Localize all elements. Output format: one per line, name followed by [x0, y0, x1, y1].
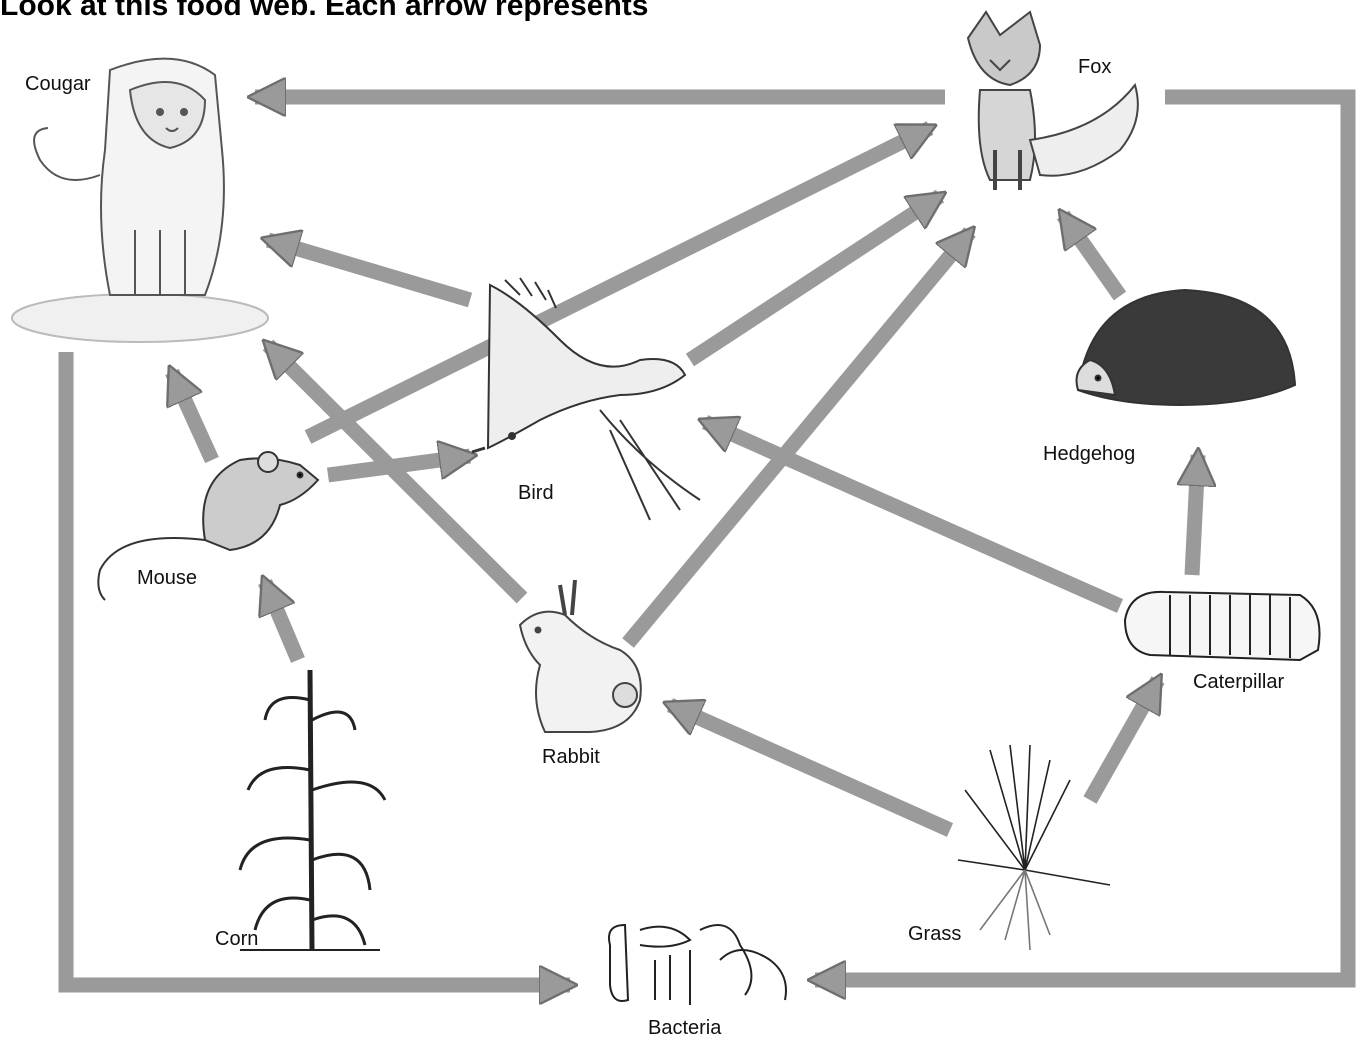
label-caterpillar: Caterpillar	[1193, 671, 1284, 693]
corn-picture	[240, 670, 385, 950]
arrow-mouse-to-bird	[328, 456, 470, 475]
label-rabbit: Rabbit	[542, 746, 600, 768]
arrow-grass-to-caterpillar	[1090, 680, 1158, 800]
label-hedgehog: Hedgehog	[1043, 443, 1135, 465]
arrow-mouse-to-cougar	[172, 372, 212, 460]
bird-picture	[472, 278, 700, 520]
caterpillar-picture	[1125, 592, 1320, 660]
label-fox: Fox	[1078, 56, 1111, 78]
arrow-grass-to-rabbit	[670, 705, 950, 830]
arrow-cougar-to-bacteria	[66, 352, 570, 985]
fox-picture	[968, 12, 1138, 190]
arrows	[66, 97, 1348, 985]
grass-picture	[958, 745, 1110, 950]
arrow-hedgehog-to-fox	[1063, 215, 1120, 296]
cougar-picture	[12, 59, 268, 342]
arrow-bird-to-cougar	[268, 240, 470, 300]
label-bacteria: Bacteria	[648, 1017, 722, 1039]
mouse-picture	[98, 452, 318, 600]
label-grass: Grass	[908, 923, 961, 945]
arrow-caterpillar-to-hedgehog	[1192, 455, 1198, 575]
label-corn: Corn	[215, 928, 258, 950]
arrow-corn-to-mouse	[265, 582, 298, 660]
label-bird: Bird	[518, 482, 554, 504]
label-cougar: Cougar	[25, 73, 91, 95]
label-mouse: Mouse	[137, 567, 197, 589]
hedgehog-picture	[1077, 290, 1296, 405]
rabbit-picture	[520, 580, 641, 732]
bacteria-picture	[609, 925, 786, 1005]
